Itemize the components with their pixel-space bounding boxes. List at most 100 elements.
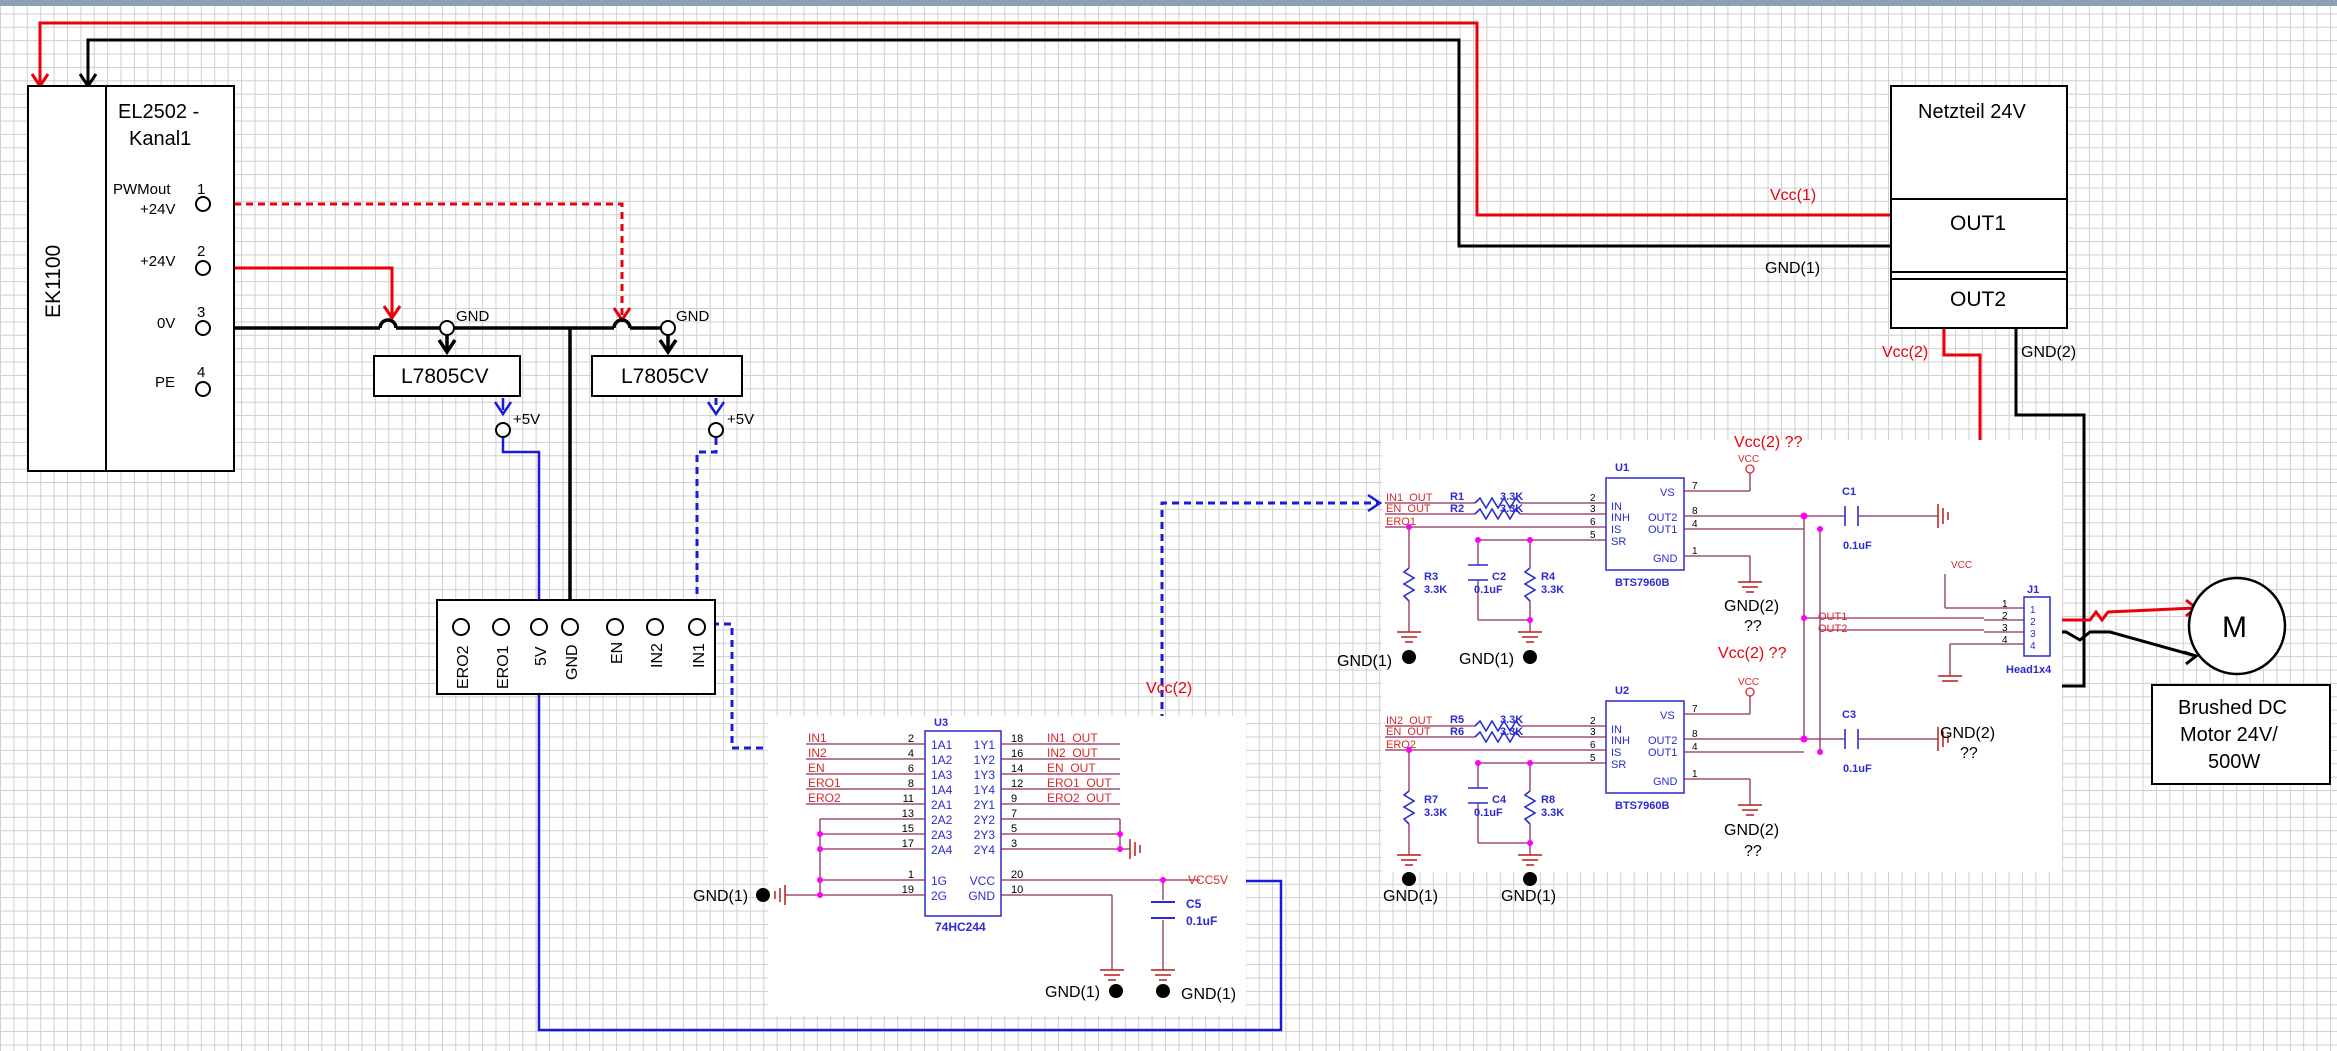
svg-text:+24V: +24V — [140, 253, 175, 270]
gnd1-hc-left-label: GND(1) — [693, 888, 748, 905]
svg-text:1: 1 — [908, 869, 914, 881]
svg-text:20: 20 — [1011, 869, 1023, 881]
vcc2-u1-label: Vcc(2) ?? — [1734, 434, 1803, 451]
svg-text:2: 2 — [2030, 617, 2036, 628]
hc244-panel — [768, 716, 1246, 1016]
psu-block — [1890, 85, 2068, 329]
hc244-right-pins: 18 16 14 12 9 7 5 3 20 10 — [1011, 733, 1023, 896]
hc244-part: 74HC244 — [935, 920, 986, 934]
svg-text:IN: IN — [1611, 724, 1622, 736]
bts-u2-junctions — [1406, 735, 1823, 846]
el2502-title-2: Kanal1 — [129, 128, 191, 150]
svg-text:PWMout: PWMout — [113, 181, 171, 198]
hc244-vcc-net: VCC5V — [1188, 873, 1228, 887]
svg-text:2: 2 — [1590, 493, 1596, 504]
svg-text:OUT1: OUT1 — [1648, 747, 1677, 759]
header-j1-ref: J1 — [2027, 584, 2039, 596]
bts-u1-grounds — [1397, 504, 1949, 643]
svg-text:9: 9 — [1011, 793, 1017, 805]
ek1100-label: EK1100 — [42, 245, 65, 318]
svg-text:VCC: VCC — [970, 874, 996, 888]
svg-text:4: 4 — [2002, 635, 2008, 646]
svg-text:GND: GND — [564, 644, 581, 680]
gnd2-u2-q: ?? — [1744, 843, 1762, 860]
svg-text:IN2: IN2 — [649, 643, 666, 668]
bts-u1-vcc-pin — [1745, 464, 1755, 474]
svg-text:3.3K: 3.3K — [1500, 503, 1523, 515]
vcc2-u2-label: Vcc(2) ?? — [1718, 645, 1787, 662]
bts-u2-vcc-pin — [1745, 687, 1755, 697]
svg-text:R6: R6 — [1450, 726, 1464, 738]
bts-u2-res-labels: R5 3.3K R6 3.3K R7 3.3K R8 3.3K C4 0.1uF… — [1424, 709, 1872, 819]
hc244-left-wires — [785, 743, 925, 896]
svg-text:SR: SR — [1611, 759, 1626, 771]
svg-text:2A3: 2A3 — [931, 828, 953, 842]
hc244-right-wires — [1001, 743, 1200, 970]
svg-text:IN2_OUT: IN2_OUT — [1386, 715, 1433, 727]
svg-text:8: 8 — [1692, 729, 1698, 740]
svg-text:7: 7 — [1692, 704, 1698, 715]
bts-u2-chip — [1605, 700, 1685, 794]
hc244-left-pins: 2 4 6 8 11 13 15 17 1 19 — [902, 733, 914, 896]
svg-text:1G: 1G — [931, 874, 947, 888]
svg-text:R1: R1 — [1450, 491, 1464, 503]
svg-text:IN2: IN2 — [808, 746, 827, 760]
regulator-2 — [591, 355, 743, 397]
svg-text:8: 8 — [908, 778, 914, 790]
gnd-node-a — [439, 320, 455, 336]
svg-text:1A1: 1A1 — [931, 738, 953, 752]
gnd1-hc-left-dot — [756, 888, 770, 902]
bts-u1-chip — [1605, 477, 1685, 571]
svg-text:C1: C1 — [1842, 486, 1856, 498]
bts-u1-res-labels: R1 3.3K R2 3.3K R3 3.3K R4 3.3K C2 0.1uF… — [1424, 486, 1872, 596]
motor-circle — [2187, 576, 2287, 676]
svg-text:3: 3 — [2030, 629, 2036, 640]
svg-text:C2: C2 — [1492, 571, 1506, 583]
svg-text:EN_OUT: EN_OUT — [1386, 503, 1431, 515]
svg-text:GND: GND — [968, 889, 995, 903]
svg-text:2A1: 2A1 — [931, 798, 953, 812]
el2502-block — [105, 85, 235, 472]
svg-text:GND: GND — [1653, 553, 1678, 565]
v5b-arrow — [706, 401, 726, 417]
gnd1-u2a-label: GND(1) — [1383, 888, 1438, 905]
svg-text:R4: R4 — [1541, 571, 1556, 583]
bts-u2-pin-names: IN INH IS SR VS OUT2 OUT1 GND — [1611, 710, 1678, 788]
el2502-pins: 1 PWMout +24V 2 +24V 3 0V 4 PE — [113, 181, 205, 391]
svg-text:+24V: +24V — [140, 201, 175, 218]
gnd1-hc-b-dot — [1156, 984, 1170, 998]
gnd2-u2-label: GND(2) — [1724, 822, 1779, 839]
svg-text:EN: EN — [808, 761, 825, 775]
svg-text:14: 14 — [1011, 763, 1023, 775]
bts-u1-junctions — [1406, 512, 1823, 623]
gnd2-u1-label: GND(2) — [1724, 598, 1779, 615]
svg-text:3: 3 — [1590, 727, 1596, 738]
svg-text:1: 1 — [197, 181, 205, 198]
hc244-cap-val: 0.1uF — [1186, 914, 1217, 928]
gnd2-wire — [2014, 327, 2086, 688]
svg-text:19: 19 — [902, 884, 914, 896]
svg-text:1A3: 1A3 — [931, 768, 953, 782]
gnd2-c3-q: ?? — [1960, 745, 1978, 762]
svg-text:R3: R3 — [1424, 571, 1438, 583]
bts-u2-wires — [1385, 630, 1938, 855]
svg-text:3.3K: 3.3K — [1541, 584, 1564, 596]
v5-wire-dashed — [695, 398, 718, 612]
bts-u2-part: BTS7960B — [1615, 800, 1669, 812]
bts-u1-nets: IN1_OUT EN_OUT ERO1 — [1386, 492, 1433, 528]
svg-text:C3: C3 — [1842, 709, 1856, 721]
svg-text:ERO1: ERO1 — [1386, 516, 1416, 528]
svg-text:SR: SR — [1611, 536, 1626, 548]
svg-text:2Y1: 2Y1 — [974, 798, 996, 812]
svg-text:OUT2: OUT2 — [1648, 735, 1677, 747]
gnd1-u1b-dot — [1523, 650, 1537, 664]
connector-pin-circles — [452, 618, 706, 636]
header-j1-vcc: VCC — [1951, 560, 1972, 571]
svg-text:12: 12 — [1011, 778, 1023, 790]
connector-block — [436, 599, 716, 695]
svg-text:5V: 5V — [533, 646, 550, 666]
regulator-1 — [373, 355, 521, 397]
gnd1-u2a-dot — [1402, 872, 1416, 886]
svg-text:ERO1_OUT: ERO1_OUT — [1047, 776, 1112, 790]
vcc1-wire — [30, 21, 1891, 217]
